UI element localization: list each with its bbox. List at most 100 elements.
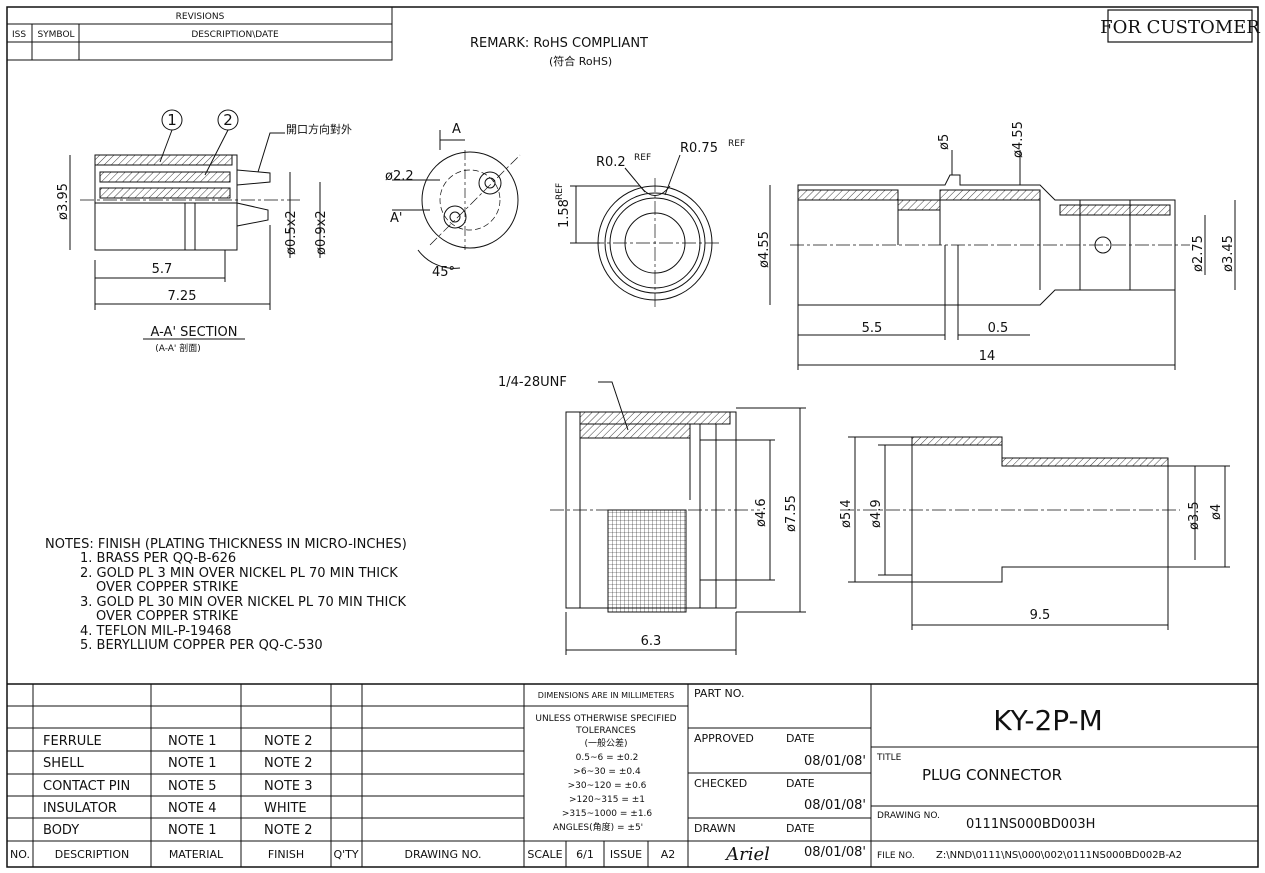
dim-dia-4-9: ø4.9 [869, 499, 884, 528]
sheet-border [6, 6, 1259, 868]
dim-dia-0-9x2: ø0.9x2 [314, 210, 329, 255]
note-line-2: 2. GOLD PL 3 MIN OVER NICKEL PL 70 MIN T… [80, 566, 398, 581]
dim-dia-4-55-top: ø4.55 [1011, 121, 1026, 158]
bom-row-finish: NOTE 3 [264, 779, 313, 794]
drawing-no-label: DRAWING NO. [877, 811, 940, 821]
notes-block: NOTES: FINISH (PLATING THICKNESS IN MICR… [45, 537, 407, 653]
label-a: A [452, 122, 461, 137]
bom-row-material: NOTE 4 [168, 801, 217, 816]
bom-row-material: NOTE 5 [168, 779, 217, 794]
dim-r0-75: R0.75 [680, 141, 718, 156]
thread-spec: 1/4-28UNF [498, 375, 567, 390]
bom-row-finish: WHITE [264, 801, 307, 816]
drawn-signature: Ariel [724, 844, 770, 865]
bom-row-finish: NOTE 2 [264, 823, 313, 838]
section-title: A-A' SECTION [151, 325, 238, 340]
drawing-no-value: 0111NS000BD003H [966, 817, 1095, 832]
note-line-5: OVER COPPER STRIKE [96, 609, 238, 624]
approved-date-label: DATE [786, 732, 815, 745]
bom-header-drawing-no: DRAWING NO. [405, 848, 482, 861]
note-line-0: NOTES: FINISH (PLATING THICKNESS IN MICR… [45, 537, 407, 552]
revisions-col-desc: DESCRIPTION\DATE [191, 30, 279, 40]
bom-header-qty: Q'TY [333, 848, 358, 861]
note-line-7: 5. BERYLLIUM COPPER PER QQ-C-530 [80, 638, 323, 653]
tolerance-block: DIMENSIONS ARE IN MILLIMETERS UNLESS OTH… [527, 691, 676, 861]
scale-value: 6/1 [576, 848, 594, 861]
revisions-block: REVISIONS ISS SYMBOL DESCRIPTION\DATE [6, 6, 393, 61]
dim-5-7: 5.7 [152, 262, 173, 277]
ref-label-3: REF [555, 183, 565, 200]
drawn-date: 08/01/08' [804, 845, 866, 860]
approvals-block: PART NO. APPROVED DATE 08/01/08' CHECKED… [694, 687, 866, 865]
tolerance-row: >30~120 = ±0.6 [568, 781, 647, 791]
dim-dia-3-95: ø3.95 [56, 183, 71, 220]
bom-row-material: NOTE 1 [168, 734, 217, 749]
approved-date: 08/01/08' [804, 754, 866, 769]
tolerance-line3: (一般公差) [584, 737, 627, 749]
checked-date: 08/01/08' [804, 798, 866, 813]
dim-dia-4: ø4 [1209, 504, 1224, 520]
revisions-title: REVISIONS [176, 12, 225, 22]
revisions-col-iss: ISS [12, 30, 26, 40]
dim-45-deg: 45° [432, 265, 455, 280]
bom-row-finish: NOTE 2 [264, 756, 313, 771]
note-line-6: 4. TEFLON MIL-P-19468 [80, 624, 231, 639]
section-subtitle: (A-A' 剖面) [155, 342, 201, 354]
dim-6-3: 6.3 [641, 634, 662, 649]
ref-label-1: REF [634, 153, 651, 163]
checked-date-label: DATE [786, 777, 815, 790]
bom-header-finish: FINISH [268, 848, 304, 861]
part-no-label: PART NO. [694, 687, 744, 700]
checked-label: CHECKED [694, 777, 747, 790]
tolerance-angles: ANGLES(角度) = ±5' [553, 821, 643, 833]
note-line-4: 3. GOLD PL 30 MIN OVER NICKEL PL 70 MIN … [80, 595, 406, 610]
dim-dia-5-4: ø5.4 [839, 499, 854, 528]
bom-row-desc: SHELL [43, 756, 84, 771]
dim-dia-7-55: ø7.55 [784, 495, 799, 532]
callout-2: 2 [223, 111, 233, 129]
tolerance-row: >315~1000 = ±1.6 [562, 809, 653, 819]
dim-5-5: 5.5 [862, 321, 883, 336]
dim-0-5: 0.5 [988, 321, 1009, 336]
tolerance-row: 0.5~6 = ±0.2 [576, 753, 639, 763]
dim-dia-2-75: ø2.75 [1191, 235, 1206, 272]
dim-dia-4-55-side: ø4.55 [757, 231, 772, 268]
bom-row-desc: CONTACT PIN [43, 779, 130, 794]
ferrule-view [840, 436, 1230, 630]
dim-7-25: 7.25 [168, 289, 197, 304]
part-number: KY-2P-M [993, 704, 1103, 737]
title-block-frame [7, 683, 1258, 867]
note-line-3: OVER COPPER STRIKE [96, 580, 238, 595]
scale-label: SCALE [527, 848, 562, 861]
dim-dia-0-5x2: ø0.5x2 [284, 210, 299, 255]
tolerance-line1: UNLESS OTHERWISE SPECIFIED [535, 714, 676, 724]
bom-row-desc: BODY [43, 823, 79, 838]
ref-label-2: REF [728, 139, 745, 149]
issue-value: A2 [661, 848, 676, 861]
end-view [392, 130, 521, 269]
bom-table: FERRULE NOTE 1 NOTE 2 SHELL NOTE 1 NOTE … [10, 734, 481, 861]
opening-direction-note: 開口方向對外 [286, 122, 352, 136]
units-note: DIMENSIONS ARE IN MILLIMETERS [538, 691, 674, 700]
label-a-prime: A' [390, 211, 402, 226]
callout-1: 1 [167, 111, 177, 129]
dim-dia-2-2: ø2.2 [385, 169, 414, 184]
bom-row-desc: FERRULE [43, 734, 102, 749]
nut-view [550, 381, 806, 655]
for-customer-stamp: FOR CUSTOMER [1100, 9, 1260, 43]
dim-1-58: 1.58 [557, 199, 572, 228]
ring-view [570, 154, 720, 308]
dim-9-5: 9.5 [1030, 608, 1051, 623]
title-label: TITLE [876, 753, 902, 763]
bom-row-material: NOTE 1 [168, 823, 217, 838]
tolerance-line2: TOLERANCES [575, 726, 636, 736]
remark-line1: REMARK: RoHS COMPLIANT [470, 36, 648, 51]
note-line-1: 1. BRASS PER QQ-B-626 [80, 551, 236, 566]
plug-body-view [769, 150, 1236, 370]
bom-row-material: NOTE 1 [168, 756, 217, 771]
section-view [69, 109, 321, 340]
tolerance-row: >120~315 = ±1 [569, 795, 645, 805]
bom-row-finish: NOTE 2 [264, 734, 313, 749]
file-no-value: Z:\NND\0111\NS\000\002\0111NS000BD002B-A… [936, 850, 1182, 861]
